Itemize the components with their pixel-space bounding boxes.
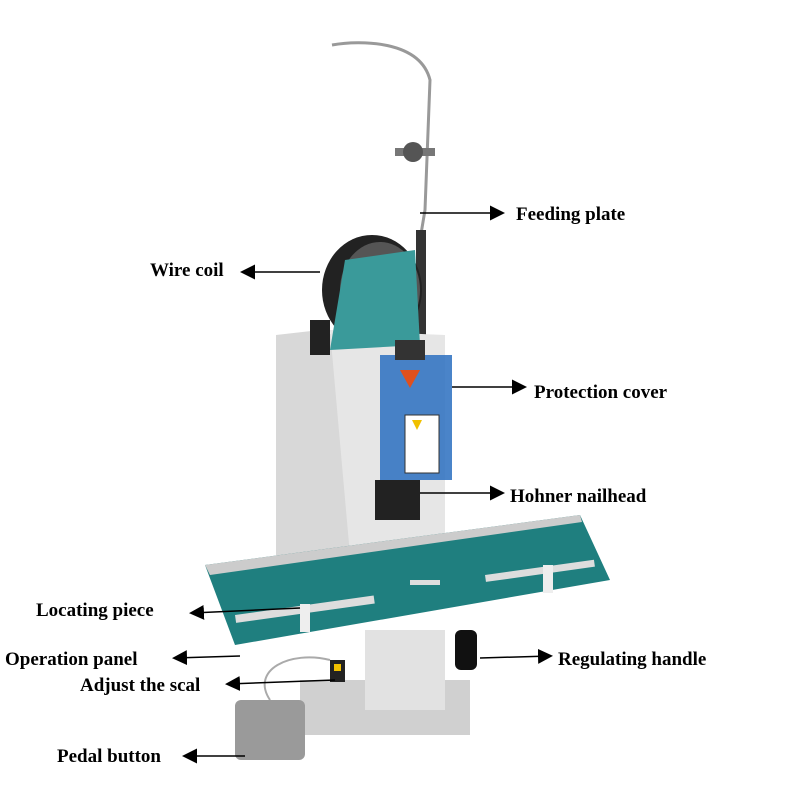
regulating-handle xyxy=(455,630,477,670)
label-adjust-scale: Adjust the scal xyxy=(80,675,201,696)
locating-piece xyxy=(300,604,310,632)
arrow-operation-panel xyxy=(172,650,241,666)
label-regulating-handle: Regulating handle xyxy=(558,649,707,670)
label-operation-panel: Operation panel xyxy=(5,649,138,670)
label-hohner-nailhead: Hohner nailhead xyxy=(510,486,647,507)
arrow-regulating-handle xyxy=(479,648,553,664)
pedal xyxy=(235,700,305,760)
label-protection-cover: Protection cover xyxy=(534,382,668,403)
label-pedal-button: Pedal button xyxy=(57,746,161,767)
label-feeding-plate: Feeding plate xyxy=(516,204,626,225)
tension-wheel xyxy=(403,142,423,162)
arrow-locating-piece xyxy=(189,604,301,620)
label-wire-coil: Wire coil xyxy=(150,260,224,281)
wire-guide xyxy=(331,41,432,241)
nailhead xyxy=(375,480,420,520)
label-locating-piece: Locating piece xyxy=(36,600,154,621)
arrow-adjust-scale xyxy=(225,676,336,692)
